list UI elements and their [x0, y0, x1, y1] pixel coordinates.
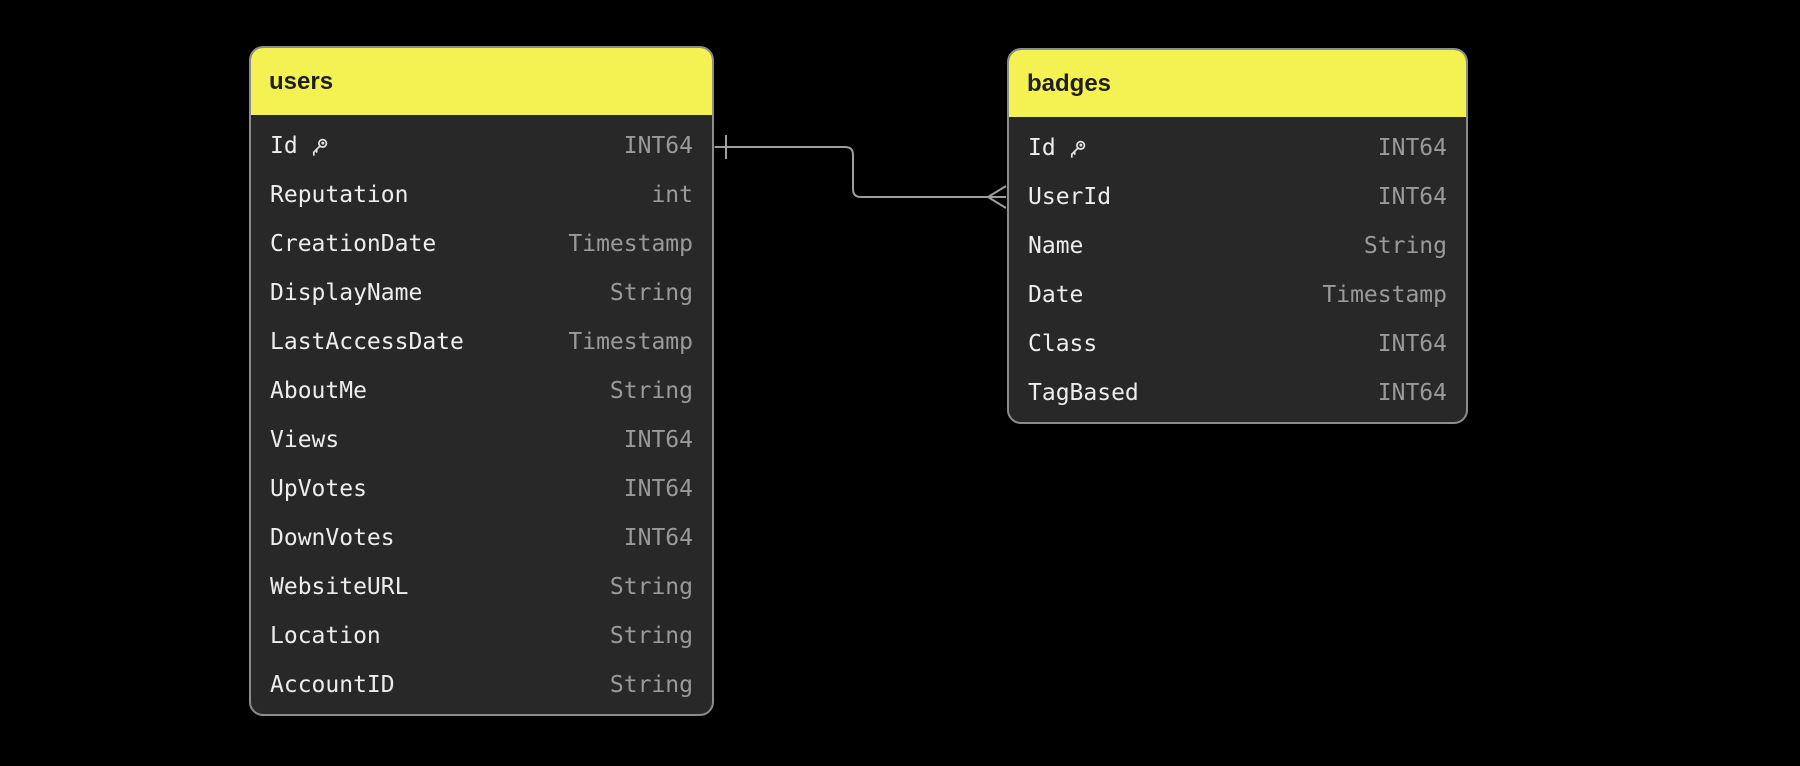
- cardinality-many-marker: [987, 185, 1007, 209]
- field-name: WebsiteURL: [270, 574, 409, 600]
- field-type: String: [609, 623, 693, 649]
- table-fields-users: Id INT64 Reputation int CreationDate: [251, 115, 712, 714]
- field-type: INT64: [623, 476, 693, 502]
- field-name: UpVotes: [270, 476, 367, 502]
- table-header-badges[interactable]: badges: [1009, 50, 1466, 117]
- field-type: INT64: [1377, 184, 1447, 210]
- table-title: badges: [1027, 69, 1112, 97]
- field-name: UserId: [1028, 184, 1112, 210]
- field-name: Class: [1028, 331, 1098, 357]
- table-row[interactable]: Id INT64: [251, 122, 712, 171]
- field-type: INT64: [1377, 135, 1447, 161]
- field-name: DownVotes: [270, 525, 395, 551]
- relationship-line[interactable]: [714, 146, 988, 198]
- field-type: String: [609, 672, 693, 698]
- table-row[interactable]: UpVotes INT64: [251, 465, 712, 514]
- field-name: DisplayName: [270, 280, 423, 306]
- entity-table-badges[interactable]: badges Id INT64 UserId INT64: [1007, 48, 1468, 424]
- field-name: Reputation: [270, 182, 409, 208]
- primary-key-icon: [1067, 138, 1088, 159]
- table-row[interactable]: AccountID String: [251, 661, 712, 710]
- field-name: Id: [1028, 135, 1056, 161]
- field-type: INT64: [623, 133, 693, 159]
- table-row[interactable]: TagBased INT64: [1009, 369, 1466, 418]
- field-name: Name: [1028, 233, 1084, 259]
- field-type: Timestamp: [1322, 282, 1447, 308]
- table-title: users: [269, 67, 334, 95]
- field-type: INT64: [1377, 380, 1447, 406]
- table-fields-badges: Id INT64 UserId INT64 Name: [1009, 117, 1466, 422]
- field-type: Timestamp: [568, 231, 693, 257]
- field-type: Timestamp: [568, 329, 693, 355]
- field-type: String: [609, 280, 693, 306]
- table-row[interactable]: LastAccessDate Timestamp: [251, 318, 712, 367]
- table-row[interactable]: Class INT64: [1009, 320, 1466, 369]
- field-type: String: [609, 378, 693, 404]
- field-type: String: [1363, 233, 1447, 259]
- field-name: Views: [270, 427, 340, 453]
- entity-table-users[interactable]: users Id INT64 Reputation int: [249, 46, 714, 716]
- field-name: AboutMe: [270, 378, 367, 404]
- table-header-users[interactable]: users: [251, 48, 712, 115]
- field-name: TagBased: [1028, 380, 1139, 406]
- table-row[interactable]: AboutMe String: [251, 367, 712, 416]
- table-row[interactable]: WebsiteURL String: [251, 563, 712, 612]
- field-name: Date: [1028, 282, 1084, 308]
- field-type: INT64: [623, 427, 693, 453]
- field-type: INT64: [623, 525, 693, 551]
- table-row[interactable]: CreationDate Timestamp: [251, 220, 712, 269]
- field-type: INT64: [1377, 331, 1447, 357]
- table-row[interactable]: Views INT64: [251, 416, 712, 465]
- field-name: AccountID: [270, 672, 395, 698]
- primary-key-icon: [309, 136, 330, 157]
- table-row[interactable]: DownVotes INT64: [251, 514, 712, 563]
- field-type: String: [609, 574, 693, 600]
- table-row[interactable]: Location String: [251, 612, 712, 661]
- table-row[interactable]: Reputation int: [251, 171, 712, 220]
- table-row[interactable]: DisplayName String: [251, 269, 712, 318]
- field-name: Id: [270, 133, 298, 159]
- table-row[interactable]: UserId INT64: [1009, 173, 1466, 222]
- field-name: CreationDate: [270, 231, 437, 257]
- table-row[interactable]: Date Timestamp: [1009, 271, 1466, 320]
- field-name: LastAccessDate: [270, 329, 464, 355]
- table-row[interactable]: Id INT64: [1009, 124, 1466, 173]
- field-name: Location: [270, 623, 381, 649]
- field-type: int: [651, 182, 693, 208]
- table-row[interactable]: Name String: [1009, 222, 1466, 271]
